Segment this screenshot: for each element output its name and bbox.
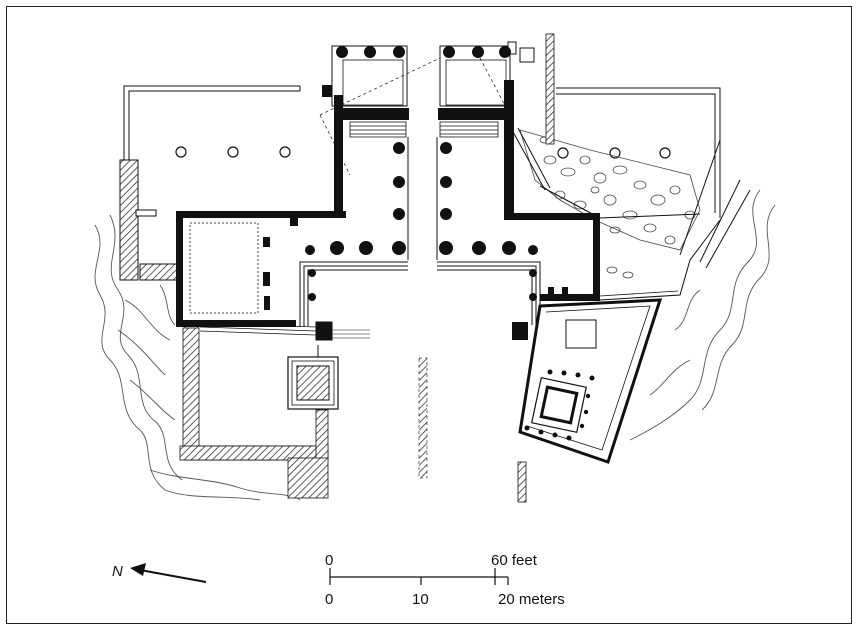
north-porch [299,261,408,341]
precinct-wall-inner [599,290,679,297]
east-wall-remnant [545,33,555,145]
scale-bar: 0 60 feet 0 10 20 meters [325,552,565,608]
east-porch [436,41,535,260]
left-court-columns [175,146,291,158]
west-porch-columns [305,46,406,301]
left-enclosure [123,85,301,220]
scale-feet-start: 0 [325,552,333,569]
altar [287,356,339,410]
left-wall-gap [135,209,157,217]
diagonal-walls [511,127,751,269]
left-lower-wall [119,159,139,281]
central-road-remnants [418,357,527,503]
east-porch-columns [439,46,538,301]
rubble-field [519,129,701,279]
south-wing-walls [510,213,600,340]
rock-terrain-right [629,189,776,441]
south-porch [437,261,541,325]
north-label: N [112,563,123,580]
small-steps [332,329,370,339]
scale-feet-end: 60 feet [491,552,538,569]
construction-lines [319,57,511,176]
scale-meters-end: 20 meters [498,591,565,608]
rock-terrain-left [94,214,301,501]
south-east-precinct [518,298,663,464]
south-west-enclosure [179,322,329,499]
scale-meters-mid: 10 [412,591,429,608]
precinct-columns [524,369,595,441]
north-wing-walls [176,85,346,327]
north-porch-steps [199,322,317,336]
north-arrow: N [112,563,207,583]
north-room-interior [189,222,259,314]
left-wall-stub [139,263,179,281]
west-porch [331,45,409,260]
right-court-columns [557,147,671,159]
right-enclosure [556,87,721,218]
scale-meters-start: 0 [325,591,333,608]
precinct-north-wall [599,219,721,301]
plan-frame [6,6,852,624]
